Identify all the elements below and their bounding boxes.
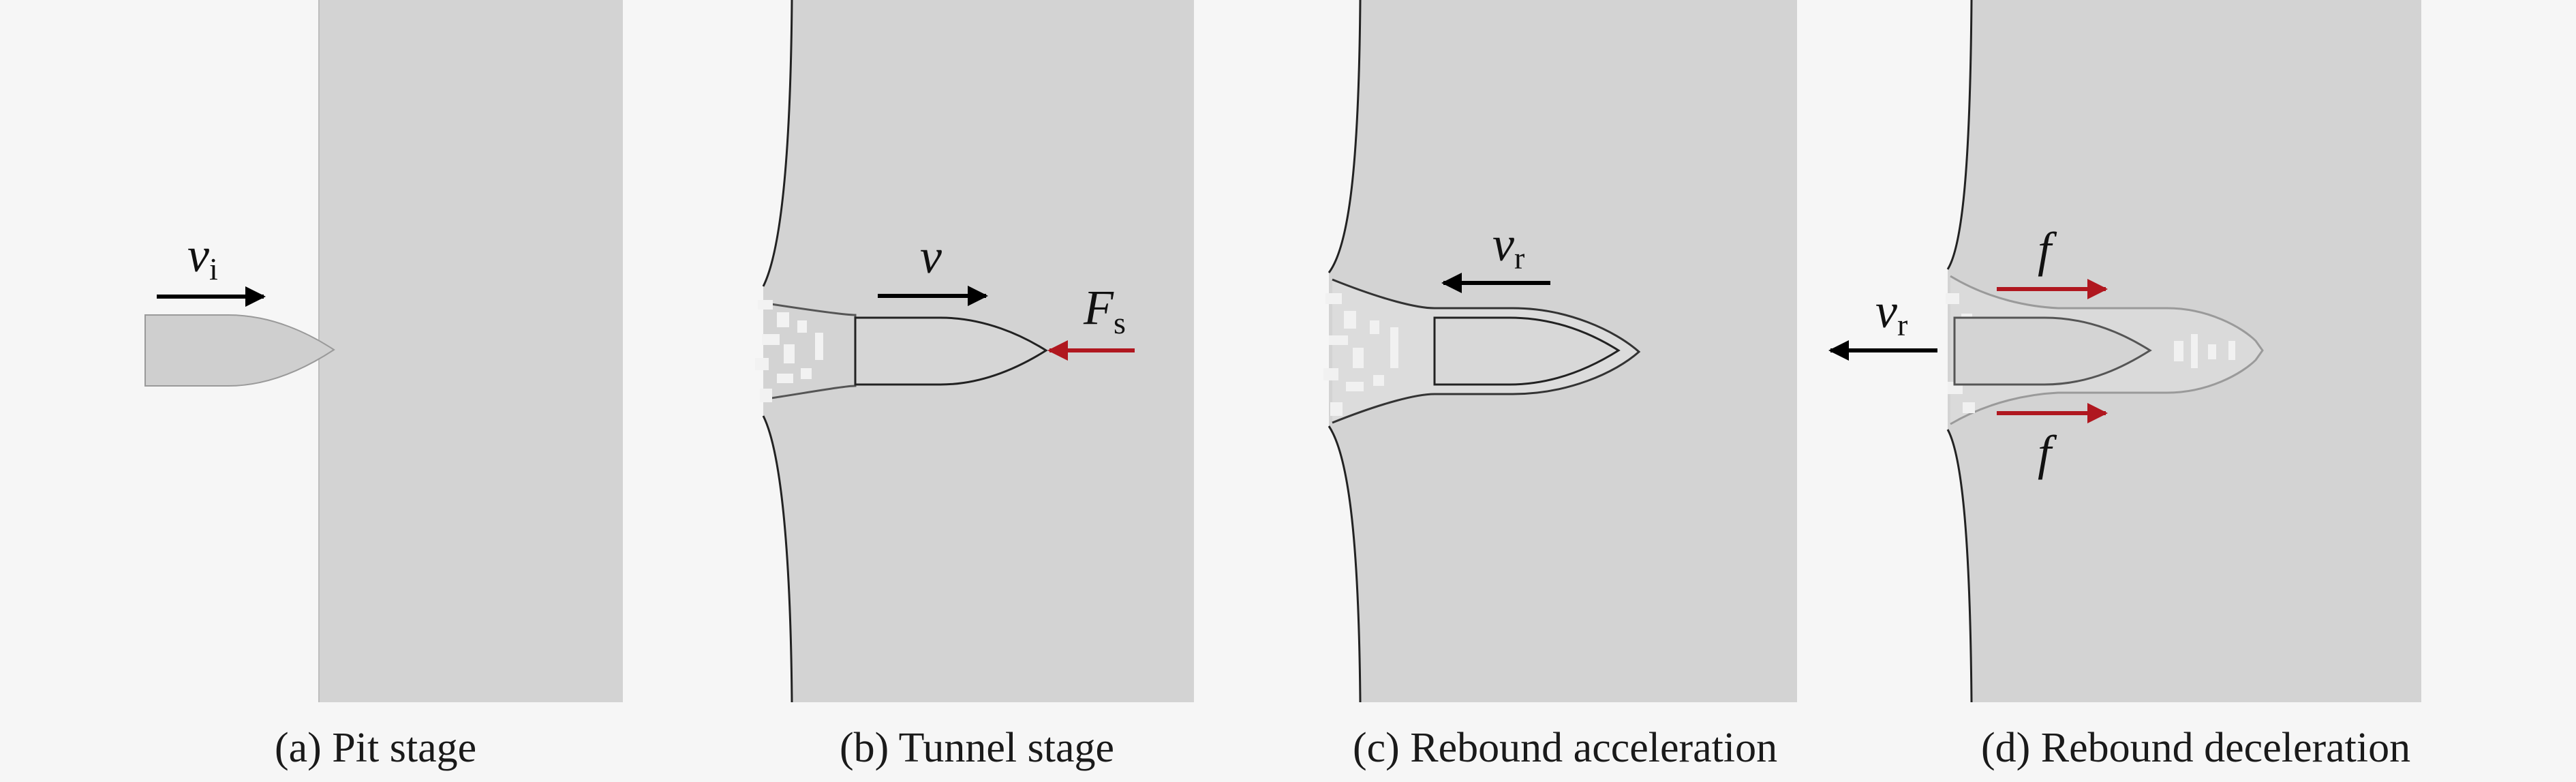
label-Fs: Fs (1083, 280, 1126, 340)
caption-b: (b) Tunnel stage (840, 725, 1114, 771)
label-vi-sub: i (209, 252, 218, 286)
label-vi-main: v (187, 228, 209, 282)
caption-c: (c) Rebound acceleration (1353, 725, 1778, 771)
label-v: v (920, 229, 942, 284)
panel-d: vr f f (1828, 0, 2421, 703)
label-Fs-main: F (1083, 280, 1114, 335)
debris-b (755, 300, 823, 402)
panel-c: vr (1323, 0, 1797, 703)
crater-left-edge-b (762, 0, 793, 703)
label-vi: vi (187, 228, 218, 286)
label-vr-d: vr (1875, 284, 1907, 342)
label-vr-c-sub: r (1514, 241, 1524, 275)
label-Fs-sub: s (1114, 305, 1126, 340)
caption-a: (a) Pit stage (275, 725, 477, 771)
target-plate-a (319, 0, 623, 702)
projectile-b (854, 316, 1048, 386)
label-vr-d-main: v (1875, 284, 1897, 338)
debris-c (1323, 293, 1398, 416)
projectile-a (144, 314, 335, 387)
crater-left-edge-d (1946, 0, 1973, 703)
label-vr-c-main: v (1492, 217, 1514, 271)
caption-d: (d) Rebound deceleration (1981, 725, 2411, 771)
projectile-d (1953, 316, 2152, 386)
panel-b: v Fs (755, 0, 1194, 703)
projectile-c (1433, 316, 1621, 386)
crater-left-edge-c (1328, 0, 1362, 703)
label-vr-d-sub: r (1897, 307, 1907, 342)
panel-a: vi (144, 0, 623, 702)
label-vr-c: vr (1492, 217, 1524, 275)
